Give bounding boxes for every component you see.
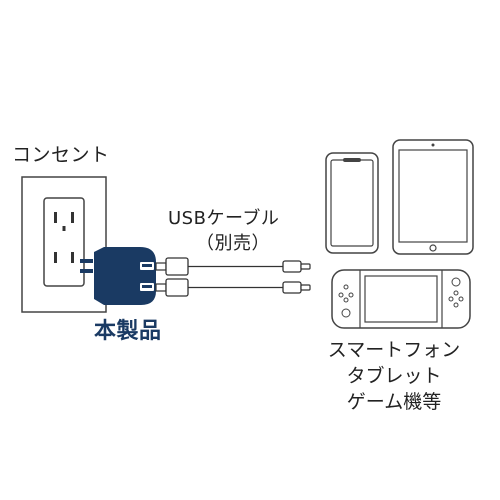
game-console-icon — [331, 269, 471, 329]
device-label-smartphone: スマートフォン — [327, 339, 461, 361]
cable-sold-separately-label: （別売） — [196, 233, 270, 254]
smartphone-icon — [325, 152, 379, 254]
product-label: 本製品 — [94, 319, 162, 344]
device-label-tablet: タブレット — [346, 365, 442, 387]
outlet-label: コンセント — [12, 144, 110, 166]
usb-cable-lower-icon — [155, 278, 311, 297]
usb-cable-upper-icon — [155, 257, 311, 276]
device-label-game-console: ゲーム機等 — [346, 391, 442, 413]
charger-product-icon — [80, 247, 156, 305]
wall-outlet-icon — [21, 176, 107, 313]
cable-label: USBケーブル — [168, 208, 280, 229]
tablet-icon — [392, 139, 474, 255]
